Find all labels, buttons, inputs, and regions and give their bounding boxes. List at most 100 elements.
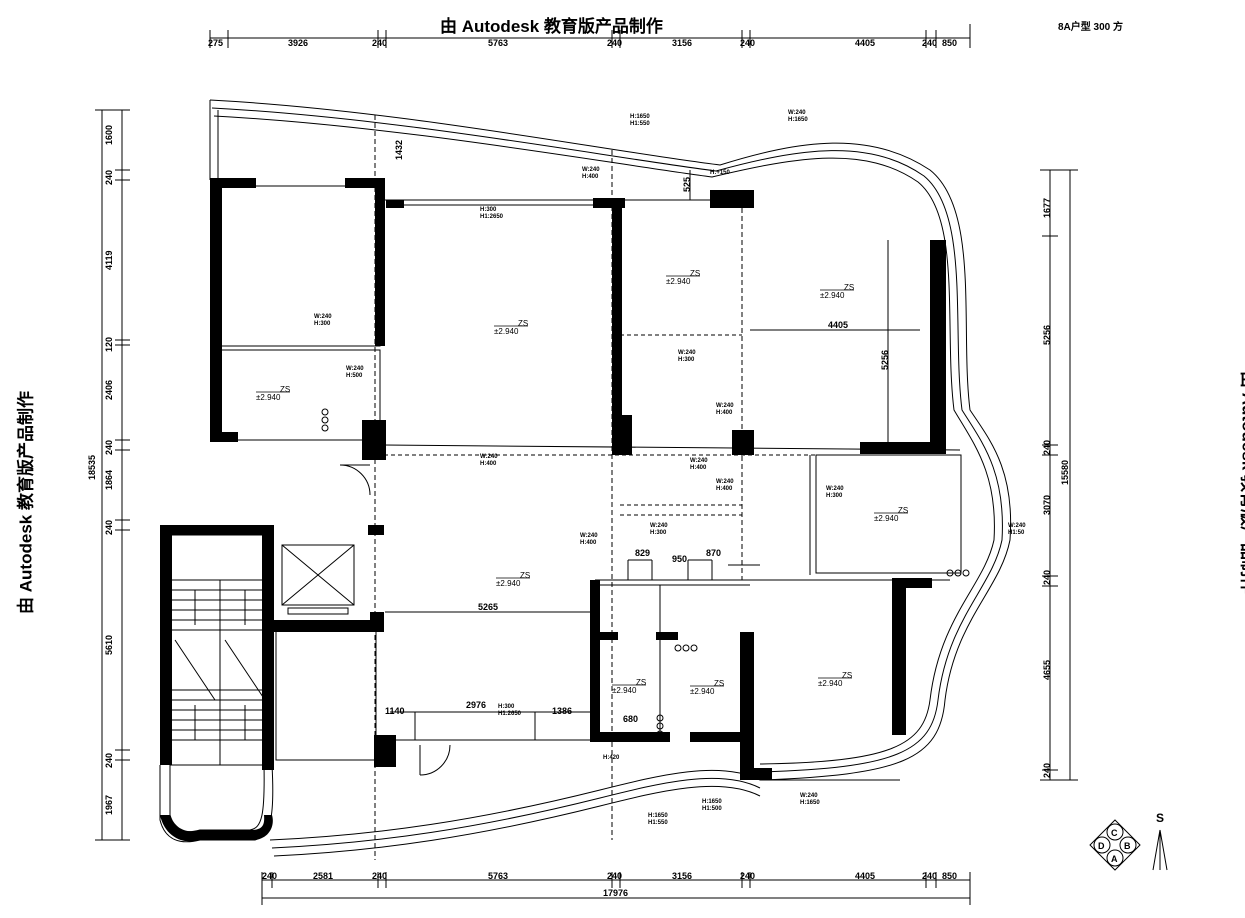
top-dimension-label: 240	[922, 38, 937, 48]
floor-level-mark: ZS	[636, 678, 646, 687]
right-dimension-label: 240	[1042, 763, 1052, 778]
compass-letter-b: B	[1124, 841, 1131, 851]
right-dimension-line	[1040, 169, 1078, 781]
left-dimension-label: 5610	[104, 635, 114, 655]
floor-level-label: ±2.940	[818, 679, 843, 688]
inner-dimension-label: 5265	[478, 602, 498, 612]
bottom-dimension-label: 240	[607, 871, 622, 881]
opening-tag: W:240	[314, 314, 332, 320]
inner-dimension-label: 870	[706, 548, 721, 558]
bottom-dimension-line	[261, 872, 971, 905]
top-dimension-label: 5763	[488, 38, 508, 48]
top-dimension-label: 4405	[855, 38, 875, 48]
bottom-dimension-label: 240	[262, 871, 277, 881]
opening-tag: W:240	[678, 350, 696, 356]
opening-tag: H1:50	[1008, 530, 1025, 536]
inner-dimension-label: 1140	[385, 706, 405, 716]
left-dimension-label: 240	[104, 753, 114, 768]
compass-letter-a: A	[1111, 854, 1118, 864]
opening-tag: H:400	[716, 410, 733, 416]
top-dimension-label: 240	[372, 38, 387, 48]
right-dimension-label: 240	[1042, 570, 1052, 585]
opening-tag: H:500	[346, 373, 363, 379]
opening-tag: H1:2650	[498, 711, 522, 717]
compass-north-label: S	[1156, 811, 1164, 825]
floor-level-mark: ZS	[520, 571, 530, 580]
opening-tag: H:400	[690, 465, 707, 471]
opening-tag: W:240	[716, 403, 734, 409]
right-total-dimension: 15580	[1060, 460, 1070, 485]
opening-tag: H1:500	[702, 806, 722, 812]
opening-tag: H:400	[716, 486, 733, 492]
compass-letter-d: D	[1098, 841, 1105, 851]
opening-tag: W:240	[480, 454, 498, 460]
balcony-outline-top	[209, 99, 1012, 781]
opening-tag: H:300	[826, 493, 843, 499]
left-dimension-label: 1864	[104, 470, 114, 490]
bottom-dimension-label: 2581	[313, 871, 333, 881]
opening-tag: W:240	[346, 366, 364, 372]
floor-level-label: ±2.940	[494, 327, 519, 336]
opening-tag: H:400	[580, 540, 597, 546]
opening-tag: H:300	[314, 321, 331, 327]
floor-level-label: ±2.940	[612, 686, 637, 695]
opening-tag: H:+150	[710, 170, 731, 176]
top-dimension-label: 240	[607, 38, 622, 48]
compass-letters: C D B A S	[1098, 811, 1164, 864]
opening-tag: H:1650	[630, 114, 650, 120]
opening-tag: W:240	[690, 458, 708, 464]
compass-letter-c: C	[1111, 828, 1118, 838]
balcony-outline-bottom	[269, 769, 761, 841]
inner-dimension-label: 950	[672, 554, 687, 564]
opening-tag: W:240	[1008, 523, 1026, 529]
floor-level-mark: ZS	[280, 385, 290, 394]
opening-tag: H1:550	[648, 820, 668, 826]
inner-dimension-label: 1432	[394, 140, 404, 160]
opening-tag: H:300	[498, 704, 515, 710]
floor-level-mark: ZS	[842, 671, 852, 680]
inner-dimension-label: 680	[623, 714, 638, 724]
left-dimension-label: 240	[104, 170, 114, 185]
bottom-dimension-label: 850	[942, 871, 957, 881]
top-dimension-line	[209, 24, 971, 48]
left-dimension-line	[95, 109, 130, 841]
opening-tag: H:1650	[648, 813, 668, 819]
inner-dimension-label: 4405	[828, 320, 848, 330]
floor-level-label: ±2.940	[496, 579, 521, 588]
left-dimension-label: 1600	[104, 125, 114, 145]
opening-tag: H:1650	[788, 117, 808, 123]
top-dimension-label: 3926	[288, 38, 308, 48]
opening-tag: H:300	[678, 357, 695, 363]
inner-dimension-label: 2976	[466, 700, 486, 710]
elevator	[281, 544, 355, 615]
bottom-dimension-label: 3156	[672, 871, 692, 881]
opening-tag: H:300	[480, 207, 497, 213]
opening-tag: H:1650	[800, 800, 820, 806]
opening-tag: W:240	[800, 793, 818, 799]
structural-walls	[160, 178, 946, 842]
left-dimension-label: 120	[104, 337, 114, 352]
inner-dimension-label: 525	[682, 177, 692, 192]
top-dimension-label: 850	[942, 38, 957, 48]
bottom-dimension-label: 4405	[855, 871, 875, 881]
opening-tag: W:240	[580, 533, 598, 539]
floor-level-label: ±2.940	[690, 687, 715, 696]
inner-dimension-label: 829	[635, 548, 650, 558]
right-dimension-label: 5256	[1042, 325, 1052, 345]
floor-level-mark: ZS	[518, 319, 528, 328]
opening-tag: H:400	[582, 174, 599, 180]
watermark-top: 由 Autodesk 教育版产品制作	[440, 17, 663, 36]
left-dimension-label: 240	[104, 520, 114, 535]
floor-level-label: ±2.940	[666, 277, 691, 286]
bottom-dimension-label: 240	[372, 871, 387, 881]
bottom-dimension-label: 240	[922, 871, 937, 881]
floor-level-label: ±2.940	[874, 514, 899, 523]
left-dimension-label: 4119	[104, 250, 114, 270]
opening-tag: H:400	[480, 461, 497, 467]
top-dimension-label: 240	[740, 38, 755, 48]
right-dimension-label: 3070	[1042, 495, 1052, 515]
left-dimension-label: 1967	[104, 795, 114, 815]
top-dimension-label: 3156	[672, 38, 692, 48]
opening-tag: H:420	[603, 755, 620, 761]
